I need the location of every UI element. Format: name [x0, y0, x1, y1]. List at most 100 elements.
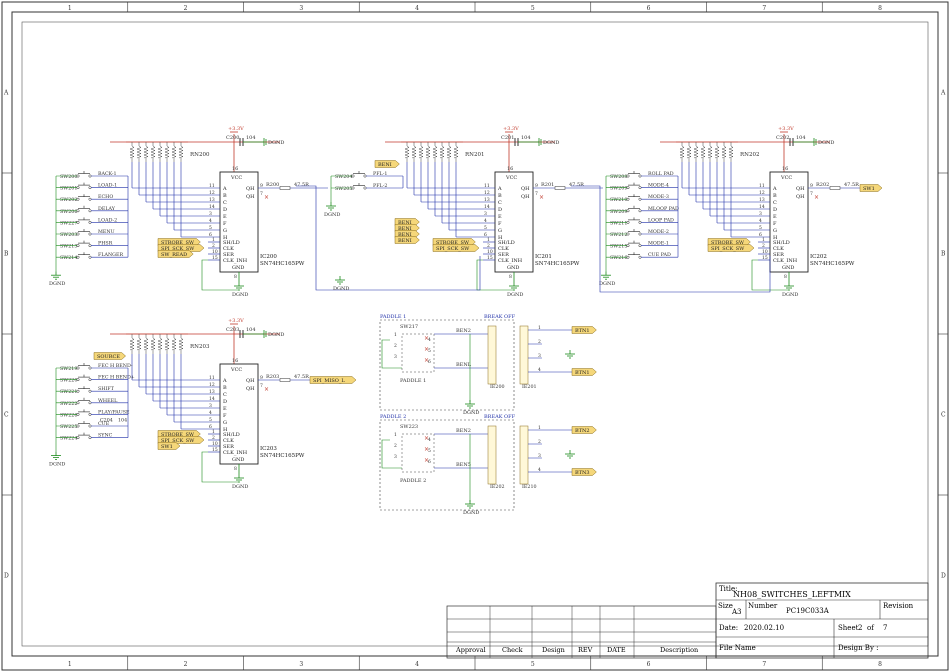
- data-pin-number: 5: [484, 225, 487, 231]
- vcc-pin-number: 16: [782, 166, 788, 172]
- frame-row-left-A: A: [3, 90, 9, 97]
- paddle-switch-pin: 4: [428, 337, 431, 343]
- frame-col-bottom-8: 8: [878, 661, 882, 668]
- data-pin-number: 4: [759, 218, 762, 224]
- data-pin: B: [223, 193, 227, 199]
- title-label: Title:: [719, 585, 737, 593]
- net-label-text: STROBE_SW: [436, 240, 470, 246]
- net-label-text: SPI_SCK_SW: [711, 246, 745, 252]
- qhn-pin: QH: [521, 194, 530, 200]
- control-pin-number: 1: [212, 429, 215, 435]
- data-pin-number: 13: [759, 197, 765, 203]
- switch-label: PLAY/PAUSE: [98, 409, 130, 415]
- vcc-pin: VCC: [505, 175, 517, 181]
- control-pin-number: 10: [762, 249, 768, 255]
- data-pin-number: 14: [484, 204, 490, 210]
- vcc-pin: VCC: [780, 175, 792, 181]
- paddle-switch-label: PADDLE 1: [400, 378, 426, 384]
- qhn-pin-number: 7: [810, 191, 813, 197]
- connector-left: [487, 325, 497, 385]
- switch-label: LOOP PAD: [648, 217, 674, 223]
- paddle-switch-pin: 3: [394, 354, 397, 360]
- net-label: [374, 160, 400, 168]
- frame-col-top-6: 6: [647, 5, 651, 12]
- control-pin: SH/LD: [223, 432, 240, 438]
- paddle-switch-label: PADDLE 2: [400, 478, 426, 484]
- chain-wire-1: [296, 185, 481, 291]
- switch-ref: SW213: [60, 244, 77, 250]
- connector-pin: 4: [538, 467, 541, 473]
- ground-label: DGND: [463, 510, 479, 516]
- switch-ref: SW227: [60, 220, 77, 226]
- switch-ref: SW205: [335, 186, 352, 192]
- net-label: [707, 244, 755, 252]
- data-pin-number: 3: [484, 211, 487, 217]
- ground-label: DGND: [232, 292, 248, 298]
- data-pin-number: 3: [209, 211, 212, 217]
- net-label-text: SOURCE: [97, 354, 120, 360]
- series-resistor-ref: R203: [266, 374, 279, 380]
- data-pin-number: 6: [484, 232, 487, 238]
- paddle-switch-pin: 2: [394, 343, 397, 349]
- paddle-switch-ref: SW223: [400, 424, 418, 430]
- ground-label: DGND: [49, 281, 65, 287]
- vcc-pin: VCC: [230, 175, 242, 181]
- connector-pin: 1: [538, 325, 541, 331]
- ground-label: DGND: [232, 484, 248, 490]
- qhn-pin-number: 7: [260, 191, 263, 197]
- data-pin: C: [773, 200, 777, 206]
- switch-label: DELAY: [98, 206, 116, 212]
- control-pin: CLK: [773, 246, 784, 252]
- control-pin: CLK_INH: [498, 258, 523, 264]
- switch-label: FEC H BEND+: [98, 375, 135, 381]
- frame-col-top-1: 1: [68, 5, 72, 12]
- cap-ref: C200: [226, 135, 239, 141]
- ground-label: DGND: [324, 212, 340, 218]
- paddle-switch-pin: 1: [394, 332, 397, 338]
- ic-part: SN74HC165PW: [260, 453, 305, 459]
- data-pin-number: 14: [759, 204, 765, 210]
- qhn-pin: QH: [246, 194, 255, 200]
- data-pin: E: [223, 406, 227, 412]
- frame-col-bottom-2: 2: [184, 661, 188, 668]
- size-value: A3: [731, 608, 742, 616]
- switch-ref: SW204: [335, 174, 352, 180]
- data-pin: C: [223, 200, 227, 206]
- paddle-switch-pin: 1: [394, 432, 397, 438]
- switch-label: LOAD-2: [98, 217, 117, 223]
- paddle-switch-pin: 3: [394, 454, 397, 460]
- net-label: [157, 442, 181, 450]
- frame-col-top-8: 8: [878, 5, 882, 12]
- paddle-switch-pin: 2: [394, 443, 397, 449]
- ground-label: DGND: [49, 462, 65, 468]
- switch-label: WHEEL: [98, 398, 118, 404]
- connector-pin: 4: [538, 367, 541, 373]
- connector-left: [487, 425, 497, 485]
- sheet-total: 7: [883, 624, 887, 632]
- net-label: [859, 184, 883, 192]
- number-label: Number: [748, 602, 778, 610]
- net-label-text: SW1: [161, 444, 173, 450]
- data-pin: D: [223, 399, 227, 405]
- connector-pin: 3: [538, 353, 541, 359]
- control-pin-number: 1: [487, 237, 490, 243]
- data-pin: A: [222, 186, 227, 192]
- cap-value: 104: [521, 135, 531, 141]
- data-pin: E: [223, 214, 227, 220]
- data-pin-number: 12: [209, 382, 215, 388]
- switch-ref: SW208: [610, 174, 627, 180]
- gnd-pin-number: 8: [509, 274, 512, 280]
- qh-pin-number: 9: [535, 183, 538, 189]
- gnd-pin: GND: [232, 265, 244, 271]
- switch-ref: SW215: [610, 244, 627, 250]
- gnd-pin: GND: [507, 265, 519, 271]
- vcc-pin: VCC: [230, 367, 242, 373]
- switch-label: ECHO: [98, 194, 113, 200]
- frame-col-bottom-3: 3: [299, 661, 303, 668]
- paddle-net-1: BEN2: [456, 328, 471, 334]
- switch-cap-value: 104: [118, 418, 127, 424]
- vcc-label: +3.3V: [228, 318, 244, 324]
